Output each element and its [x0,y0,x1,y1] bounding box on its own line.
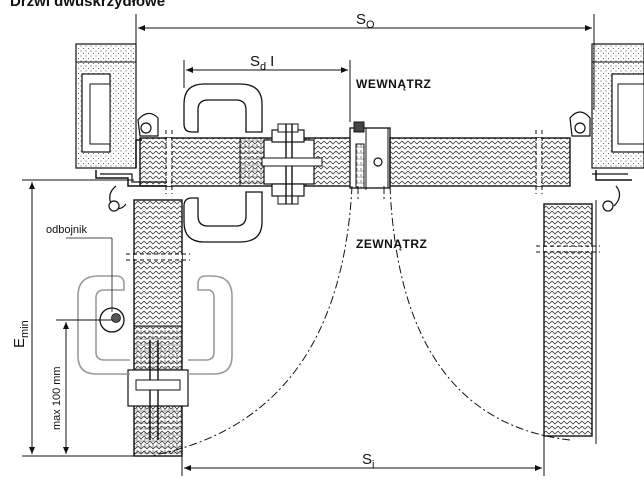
center-stile [349,121,391,190]
door-stop [66,237,125,333]
open-leaf-handle [77,275,233,375]
dimensions [22,14,595,476]
si-label: Si [362,451,374,471]
drawing-title: Drzwi dwuskrzydłowe [10,0,165,10]
left-wall [75,43,172,212]
left-door-open [126,199,190,457]
right-door-leaf [389,130,571,194]
inside-label: WEWNĄTRZ [356,77,431,91]
door-handle [183,83,263,243]
swing-arcs [149,185,571,457]
right-wall [569,43,644,212]
max100-label: max 100 mm [51,366,63,430]
lock-mechanism [261,123,323,205]
so-label: SO [356,11,375,31]
odbojnik-label: odbojnik [46,224,87,236]
emin-label: Emin [11,320,31,348]
outside-label: ZEWNĄTRZ [356,237,427,251]
right-door-open [536,200,600,444]
